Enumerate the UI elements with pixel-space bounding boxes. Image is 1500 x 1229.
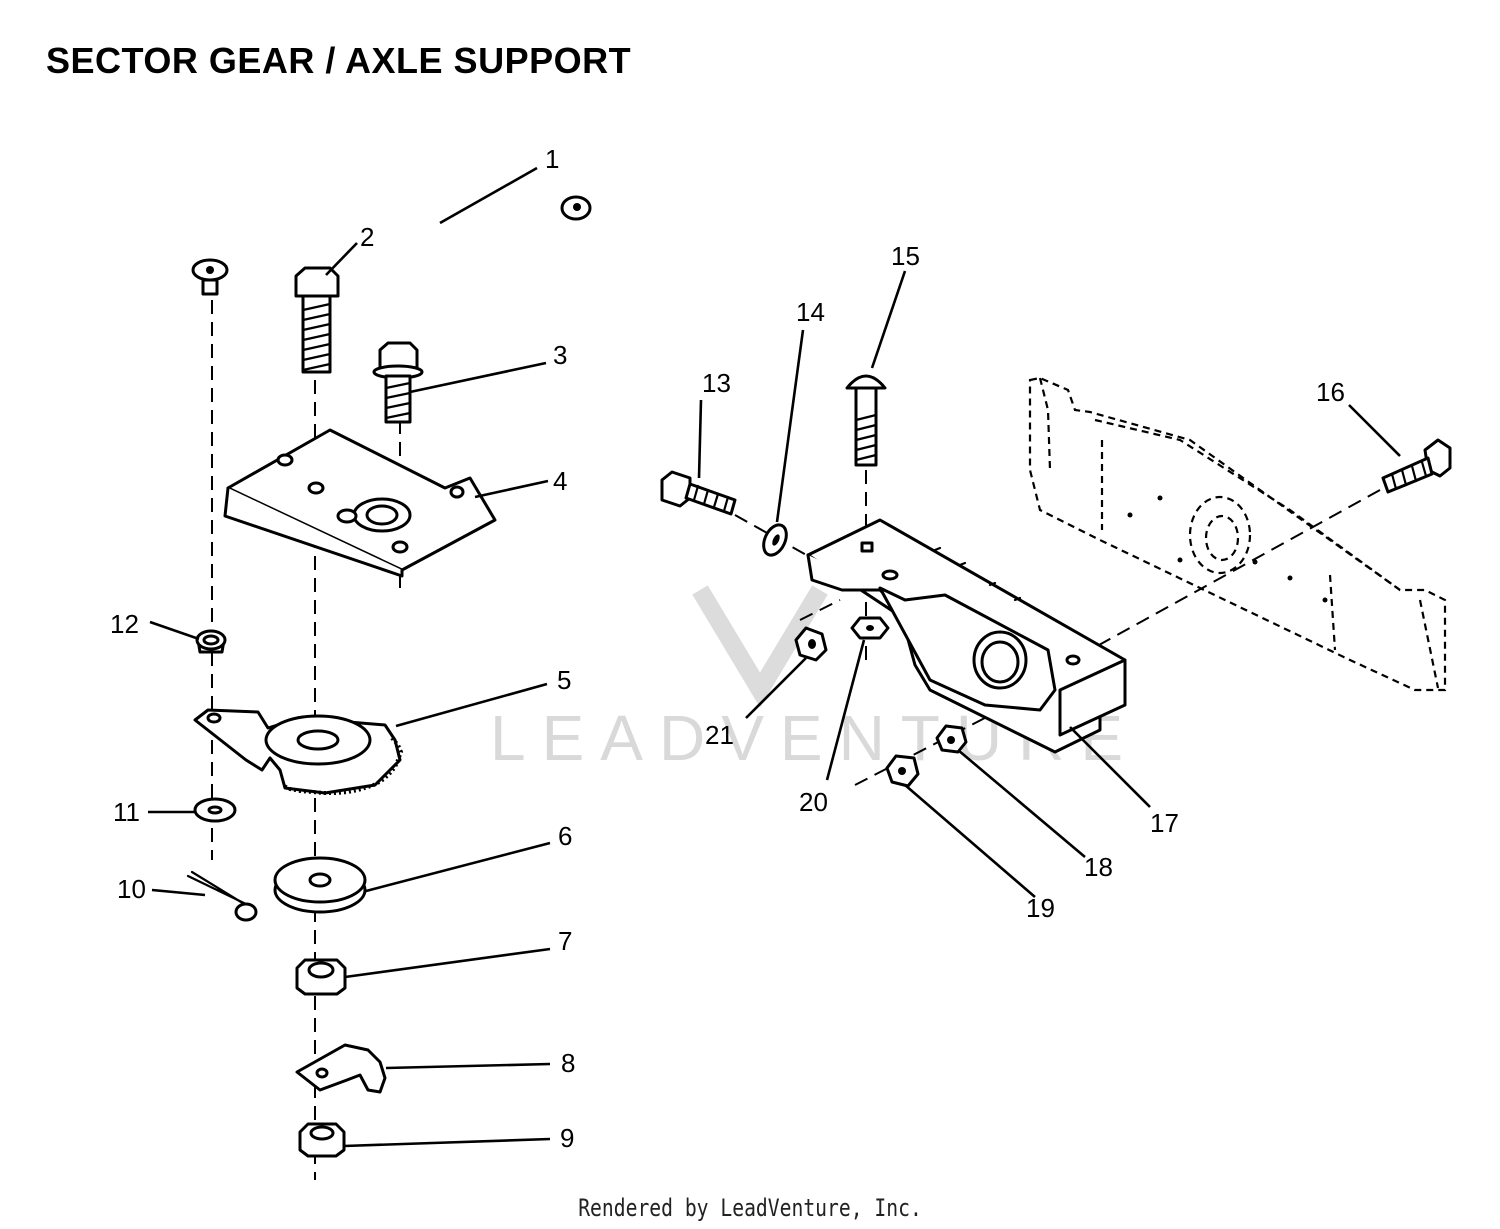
hex-nut-19 [885, 754, 920, 788]
flange-nut-20 [850, 616, 890, 640]
callout-21: 21 [705, 720, 734, 750]
cotter-pin [186, 870, 258, 922]
hex-nut-7 [295, 958, 347, 996]
callout-11: 11 [113, 797, 140, 827]
callout-12: 12 [110, 609, 139, 639]
callout-10: 10 [117, 874, 146, 904]
lock-nut-12 [195, 629, 227, 654]
hex-nut-18 [935, 724, 968, 754]
washer-14 [762, 523, 788, 557]
render-credit: Rendered by LeadVenture, Inc. [578, 1194, 922, 1222]
sector-bracket [223, 428, 497, 578]
callout-3: 3 [553, 340, 567, 370]
callout-15: 15 [891, 241, 920, 271]
callout-13: 13 [702, 368, 731, 398]
axle-support [806, 518, 1127, 754]
drag-link-rod [191, 161, 592, 314]
callout-18: 18 [1084, 852, 1113, 882]
callout-4: 4 [553, 466, 567, 496]
callout-14: 14 [796, 297, 825, 327]
callout-2: 2 [360, 222, 374, 252]
hex-bolt-13 [660, 470, 737, 516]
callout-1: 1 [545, 144, 559, 174]
leader-lines [148, 166, 1401, 1148]
hex-nut-9 [298, 1122, 346, 1158]
callout-19: 19 [1026, 893, 1055, 923]
callout-8: 8 [561, 1048, 575, 1078]
flange-nut-21 [794, 626, 828, 662]
callout-20: 20 [799, 787, 828, 817]
carriage-bolt [845, 374, 887, 467]
spacer-washer [273, 856, 367, 914]
callout-9: 9 [560, 1123, 574, 1153]
callout-numbers: 1 2 3 4 5 6 7 8 9 10 11 12 13 14 15 16 1… [110, 144, 1345, 1153]
callout-5: 5 [557, 665, 571, 695]
sector-gear [193, 708, 404, 795]
callout-16: 16 [1316, 377, 1345, 407]
callout-7: 7 [558, 926, 572, 956]
diagram-title: SECTOR GEAR / AXLE SUPPORT [46, 40, 632, 81]
phantom-axle-outline [1028, 376, 1447, 692]
flange-bolt [372, 341, 424, 424]
hex-bolt-16 [1381, 438, 1452, 494]
callout-17: 17 [1150, 808, 1179, 838]
washer-11 [193, 797, 237, 823]
callout-6: 6 [558, 821, 572, 851]
hex-bolt [294, 266, 340, 374]
spring-clip [295, 1043, 387, 1094]
